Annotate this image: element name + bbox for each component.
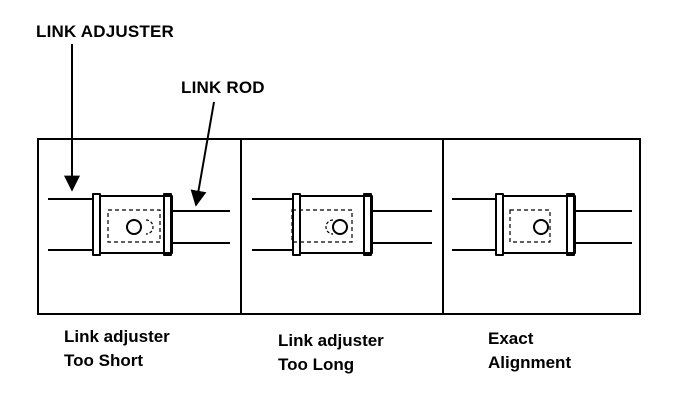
caption-exact-alignment: Exact Alignment [488,327,571,375]
panel-too-short [48,193,230,256]
link-adjuster-label: LINK ADJUSTER [36,22,174,41]
panel-exact-alignment [452,193,632,256]
caption-line: Link adjuster [278,331,384,350]
inspection-hole [332,219,348,235]
link-rod-arrow [190,101,215,207]
inspection-hole [126,219,142,235]
rod-end-hidden [325,219,334,235]
caption-line: Alignment [488,353,572,372]
panel-too-long [252,193,432,256]
rod-end-hidden [145,219,154,235]
caption-line: Too Short [64,351,143,370]
caption-line: Exact [488,329,534,348]
inner-rod-outline [291,209,353,243]
link-adjuster-body [92,193,173,256]
inner-rod-outline [509,209,551,243]
link-rod-label: LINK ROD [181,78,265,97]
inspection-hole [533,219,549,235]
caption-too-long: Link adjuster Too Long [278,329,384,377]
caption-line: Too Long [278,355,355,374]
caption-line: Link adjuster [64,327,170,346]
caption-too-short: Link adjuster Too Short [64,325,170,373]
diagram-frame [37,138,641,315]
